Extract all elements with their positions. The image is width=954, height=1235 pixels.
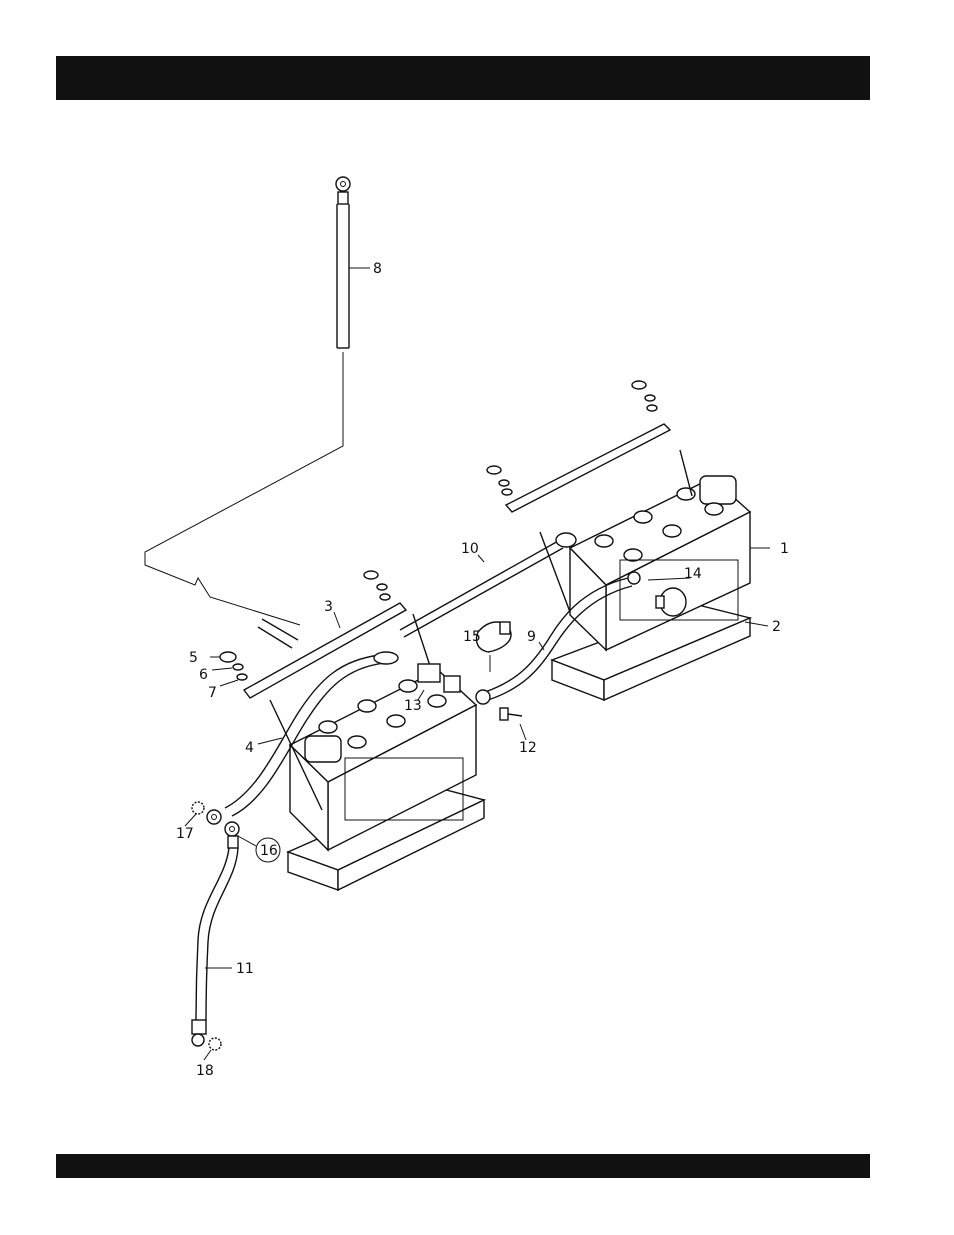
nut-17	[192, 802, 204, 814]
callout-11: 11	[236, 961, 254, 977]
callout-14: 14	[684, 566, 702, 582]
terminal-cap-15	[476, 622, 511, 672]
callout-6: 6	[199, 667, 208, 683]
callout-3: 3	[324, 599, 333, 615]
callout-5: 5	[189, 650, 198, 666]
callout-15: 15	[463, 629, 481, 645]
fasteners-5-6-7	[220, 652, 247, 680]
cable-8	[145, 177, 350, 625]
callout-13: 13	[404, 698, 422, 714]
callout-8: 8	[373, 261, 382, 277]
callout-2: 2	[772, 619, 781, 635]
callout-17: 17	[176, 826, 194, 842]
callout-12: 12	[519, 740, 537, 756]
callout-1: 1	[780, 541, 789, 557]
callout-7: 7	[208, 685, 217, 701]
callout-18: 18	[196, 1063, 214, 1079]
bolt-12	[500, 708, 522, 720]
callout-4: 4	[245, 740, 254, 756]
callout-16: 16	[260, 843, 278, 859]
callout-10: 10	[461, 541, 479, 557]
cable-11	[192, 822, 239, 1046]
nut-18	[209, 1038, 221, 1050]
callout-9: 9	[527, 629, 536, 645]
